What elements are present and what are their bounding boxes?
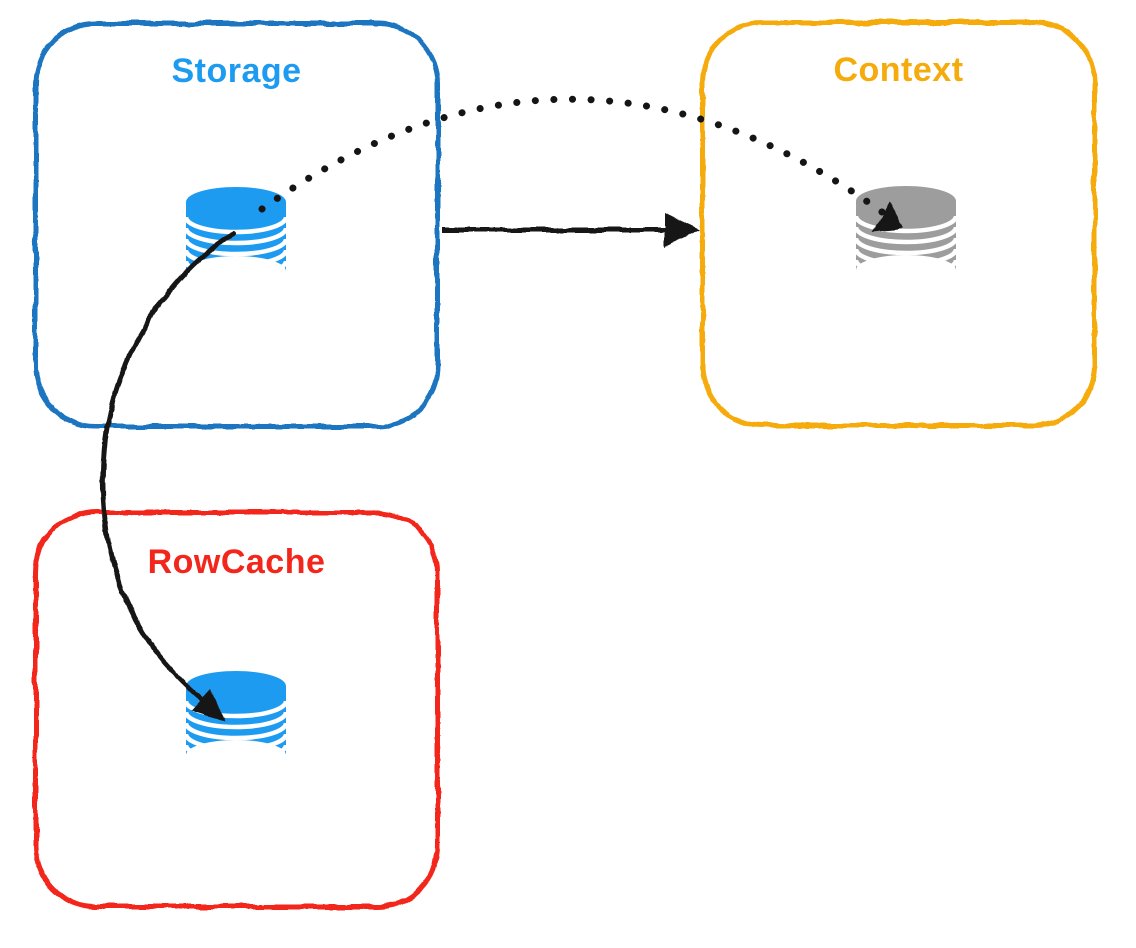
- arrowhead-context-box: [664, 213, 700, 247]
- rowcache-database-icon: [186, 671, 286, 771]
- arrow-storage-to-rowcache-curve: [100, 231, 236, 712]
- context-database-icon: [856, 186, 956, 286]
- arrow-storage-to-context-dotted: [258, 95, 886, 216]
- arrowhead-context-database: [873, 202, 903, 231]
- storage-database-icon: [186, 187, 286, 287]
- rowcache-box: [33, 510, 440, 909]
- storage-box: [33, 21, 440, 429]
- storage-label: Storage: [171, 52, 302, 90]
- context-label: Context: [833, 51, 964, 89]
- context-box: [700, 20, 1097, 428]
- arrowhead-rowcache-database: [191, 689, 225, 721]
- rowcache-label: RowCache: [147, 543, 326, 581]
